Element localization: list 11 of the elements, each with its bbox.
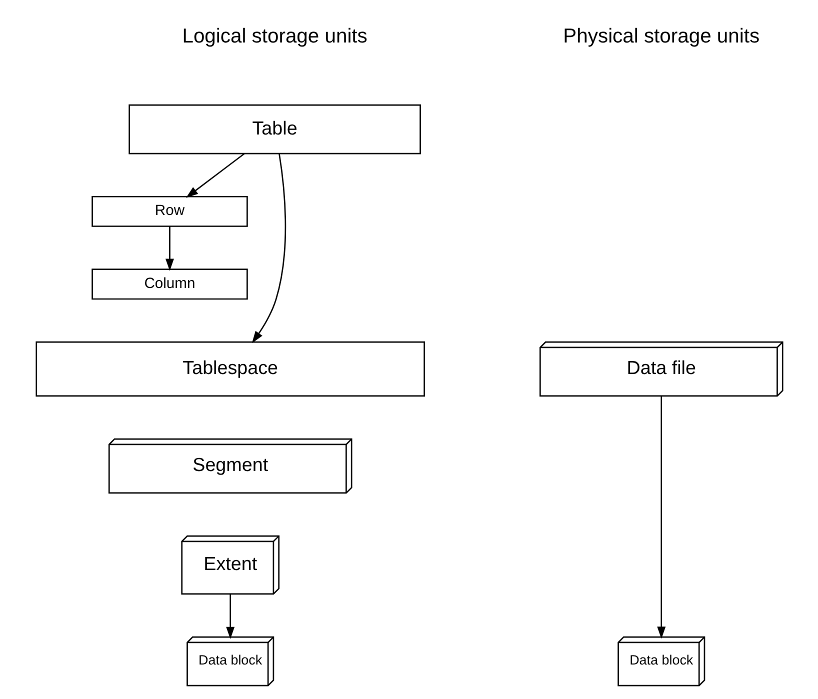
node-box: Row [91,196,248,227]
arrow [656,396,666,639]
label: Physical storage units [562,25,760,48]
arrow [165,226,174,271]
label: Logical storage units [182,25,367,48]
node-box: Tablespace [35,341,424,397]
node-box: Table [128,104,420,154]
arrow [251,153,286,344]
node-box: Column [91,268,248,300]
arrow [226,594,234,639]
arrow [185,153,244,198]
